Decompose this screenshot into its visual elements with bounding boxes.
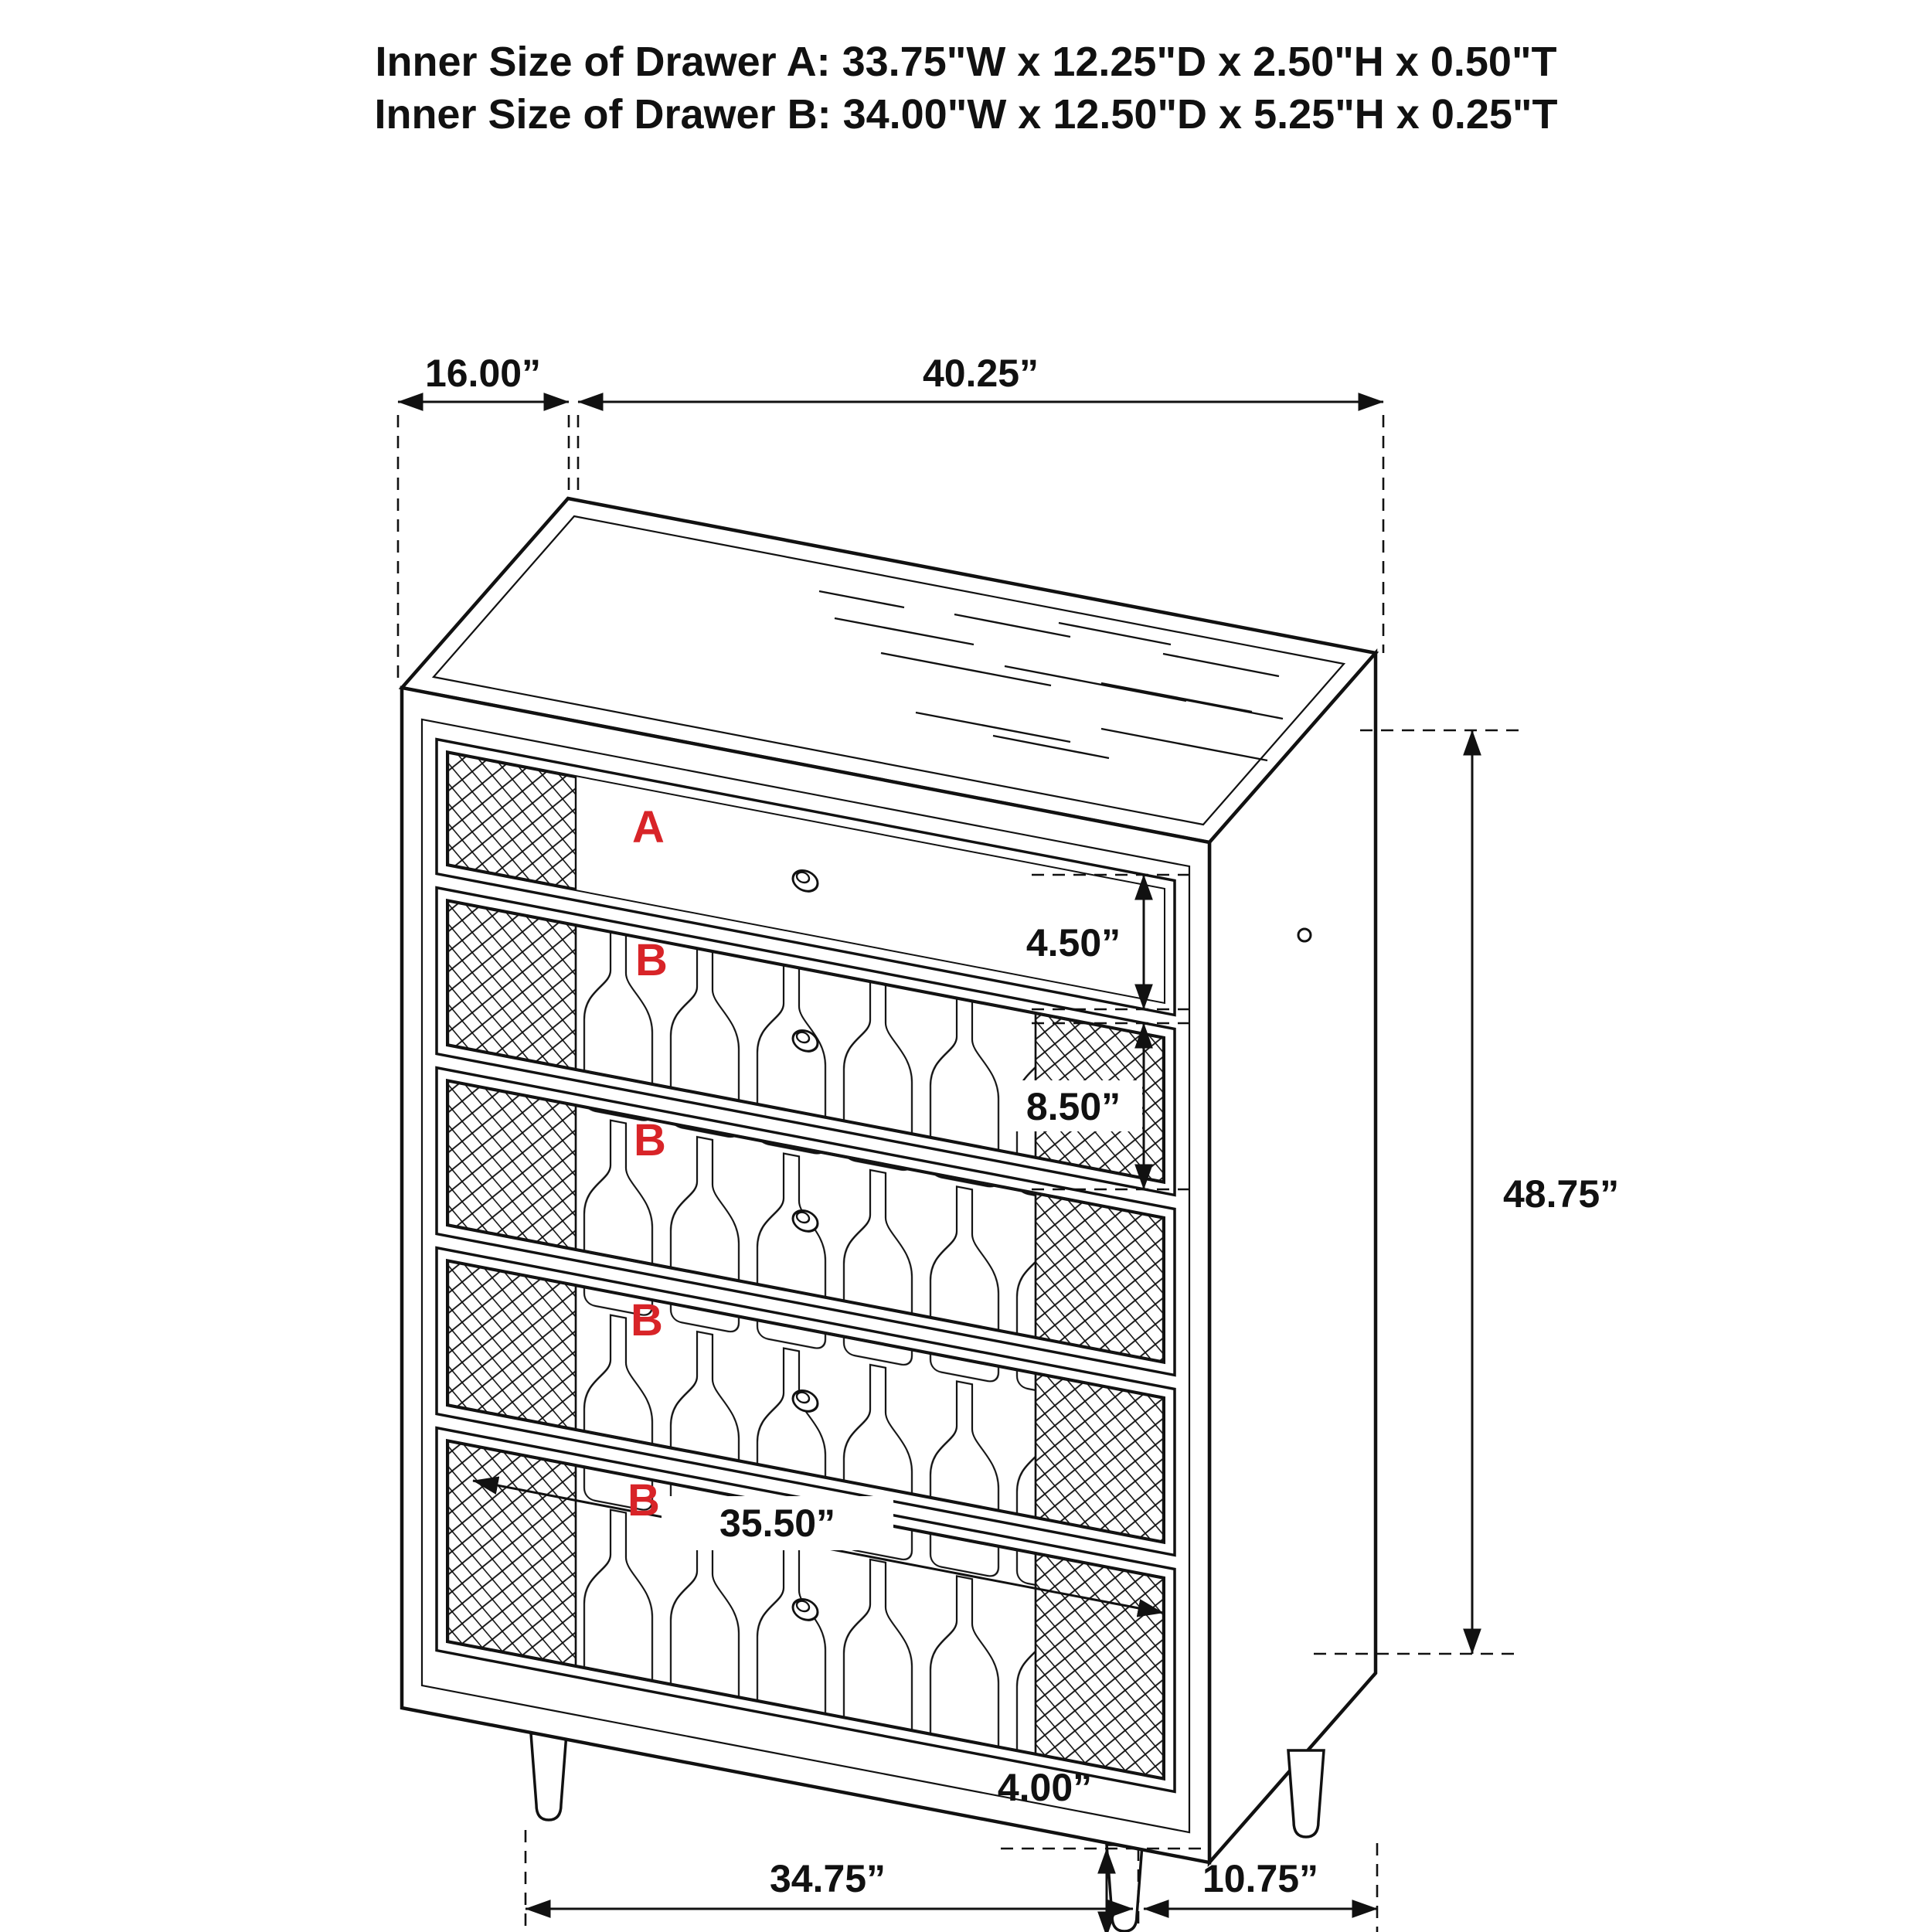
drawer-b2 [435,1066,1176,1377]
drawer-b3-knob [791,1389,819,1413]
dim-drawer-b-height: 8.50” [1005,1022,1194,1191]
extension-lines [1032,873,1194,1011]
dim-drawer-a-height: 4.50” [1007,873,1194,1011]
dim-label-bg [662,1496,893,1550]
drawer-b3-lattice-right [1034,1372,1165,1543]
dim-inner-width: 35.50” [472,1476,1164,1617]
front-face-frame [420,718,1191,1834]
dim-label-bg [1005,1080,1142,1131]
title-line-2: Inner Size of Drawer B: 34.00"W x 12.50"… [374,91,1558,138]
wood-grain-lines [818,590,1284,762]
drawer-a-lattice-panel [447,752,577,890]
drawer-a-letter: A [632,802,665,852]
drawer-b3-lattice-left [447,1260,577,1430]
dim-front-leg-span-label: 34.75” [770,1857,886,1900]
title-line-1: Inner Size of Drawer A: 33.75"W x 12.25"… [375,39,1557,85]
extension-lines [524,1830,1140,1932]
knob-inner [795,1211,811,1224]
dim-front-leg-span: 34.75” [524,1830,1140,1932]
dim-inner-width-label: 35.50” [719,1502,835,1545]
drawer-b1-knob [791,1029,819,1053]
extension-lines [577,415,1385,653]
drawer-b1-letter: B [635,935,668,985]
dim-top-depth: 16.00” [396,352,570,679]
dimension-annotations: 16.00” 40.25” 4.50” 8.50” [396,352,1619,1932]
dim-top-width: 40.25” [577,352,1385,653]
cabinet-side-face [1207,648,1378,1867]
drawer-a-inner-border [446,750,1165,1005]
title-block: Inner Size of Drawer A: 33.75"W x 12.25"… [0,36,1932,141]
extension-lines [1314,729,1522,1655]
drawer-b1-lattice-left [447,900,577,1070]
cabinet-leg-front-right [1105,1843,1144,1932]
dim-overall-height-label: 48.75” [1503,1172,1619,1216]
dim-leg-height: 4.00” [998,1766,1206,1932]
dim-leg-height-label: 4.00” [998,1766,1092,1809]
knob-inner [795,871,811,884]
drawer-b3-inner-border [446,1258,1165,1545]
cabinet-leg-back-right [1287,1749,1325,1838]
drawer-b2-lattice-right [1034,1192,1165,1362]
dim-top-width-label: 40.25” [923,352,1039,395]
drawer-b4-lattice-right [1034,1553,1165,1779]
extension-lines [396,415,570,679]
dim-side-leg-span: 10.75” [1143,1843,1379,1932]
drawer-b3-letter: B [631,1295,663,1345]
side-peg-hole [1297,927,1312,943]
drawer-b2-letter: B [634,1115,666,1165]
dim-side-leg-span-label: 10.75” [1202,1857,1318,1900]
dim-top-depth-label: 16.00” [425,352,541,395]
extension-lines [1001,1847,1206,1850]
drawer-b2-inner-border [446,1078,1165,1365]
cabinet-drawing [398,496,1379,1932]
cabinet-leg-front-left [529,1732,568,1821]
knob-outer [791,869,819,893]
drawer-letter-labels: A B B B B [628,802,668,1526]
drawer-b2-knob [791,1209,819,1233]
knob-outer [791,1389,819,1413]
dim-drawer-b-height-label: 8.50” [1026,1085,1121,1128]
dim-label-bg [1007,917,1140,968]
drawer-b2-lattice-left [447,1080,577,1250]
drawer-a [435,737,1176,1017]
cabinet-top-inner-border [431,515,1346,826]
drawer-a-knob [791,869,819,893]
cabinet-front-face [400,685,1212,1865]
dim-drawer-a-height-label: 4.50” [1026,921,1121,964]
knob-outer [791,1029,819,1053]
drawer-b4-letter: B [628,1475,660,1526]
drawer-b4-lattice-left [447,1440,577,1667]
dim-overall-height: 48.75” [1314,729,1619,1655]
extension-lines [1032,1022,1194,1191]
knob-outer [791,1209,819,1233]
knob-inner [795,1031,811,1044]
knob-inner [795,1391,811,1404]
drawer-b1-inner-border [446,898,1165,1185]
